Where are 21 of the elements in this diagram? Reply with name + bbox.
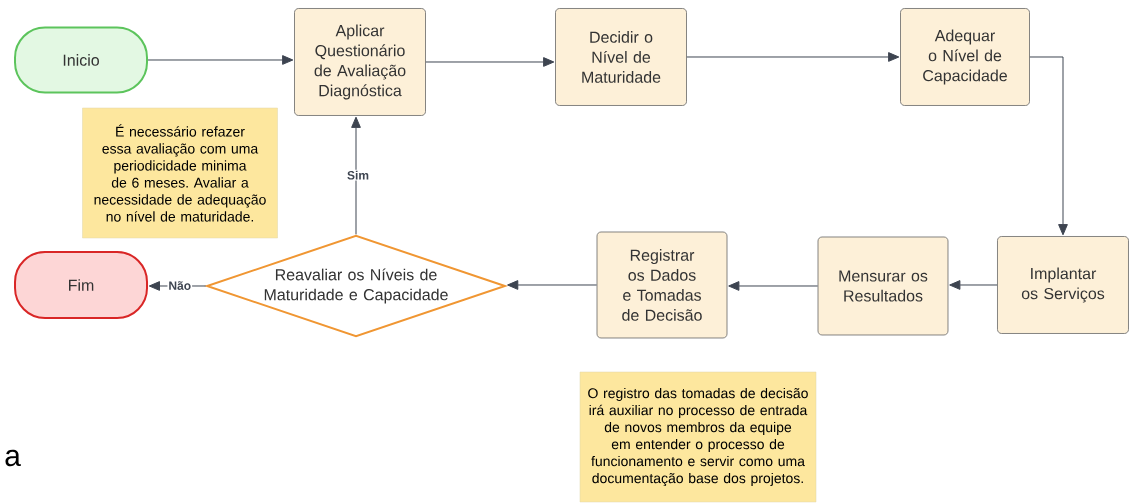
process-box: Aplicar Questionário de Avaliação Diagnóstica	[294, 8, 426, 116]
edge-label: Não	[167, 280, 193, 291]
arrow	[351, 116, 361, 235]
arrow	[949, 280, 998, 290]
process-box: Mensurar os Resultados	[817, 236, 949, 336]
start-terminal: Inicio	[14, 26, 148, 94]
edge-label: Sim	[346, 169, 370, 181]
process-box: Implantar os Serviços	[997, 236, 1129, 334]
end-terminal: Fim	[14, 251, 148, 319]
process-box: Decidir o Nível de Maturidade	[555, 8, 687, 106]
note-box: É necessário refazer essa avaliação com uma periodicidade minima de 6 meses. Avaliar a necessidade de adequação no nível de maturidade.	[82, 107, 278, 239]
figure-letter: a	[5, 449, 21, 467]
arrow	[686, 52, 900, 62]
note-box: O registro das tomadas de decisão irá auxiliar no processo de entrada de novos membros da equipe em entender o processo de funcionamento e servir como uma documentação base dos projetos.	[579, 371, 817, 503]
process-box: Adequar o Nível de Capacidade	[900, 8, 1030, 106]
process-box: Registrar os Dados e Tomadas de Decisão	[596, 231, 728, 339]
arrow	[507, 280, 598, 290]
arrow	[1029, 56, 1068, 236]
arrow	[147, 55, 294, 65]
arrow	[425, 57, 555, 67]
arrow	[728, 281, 819, 291]
